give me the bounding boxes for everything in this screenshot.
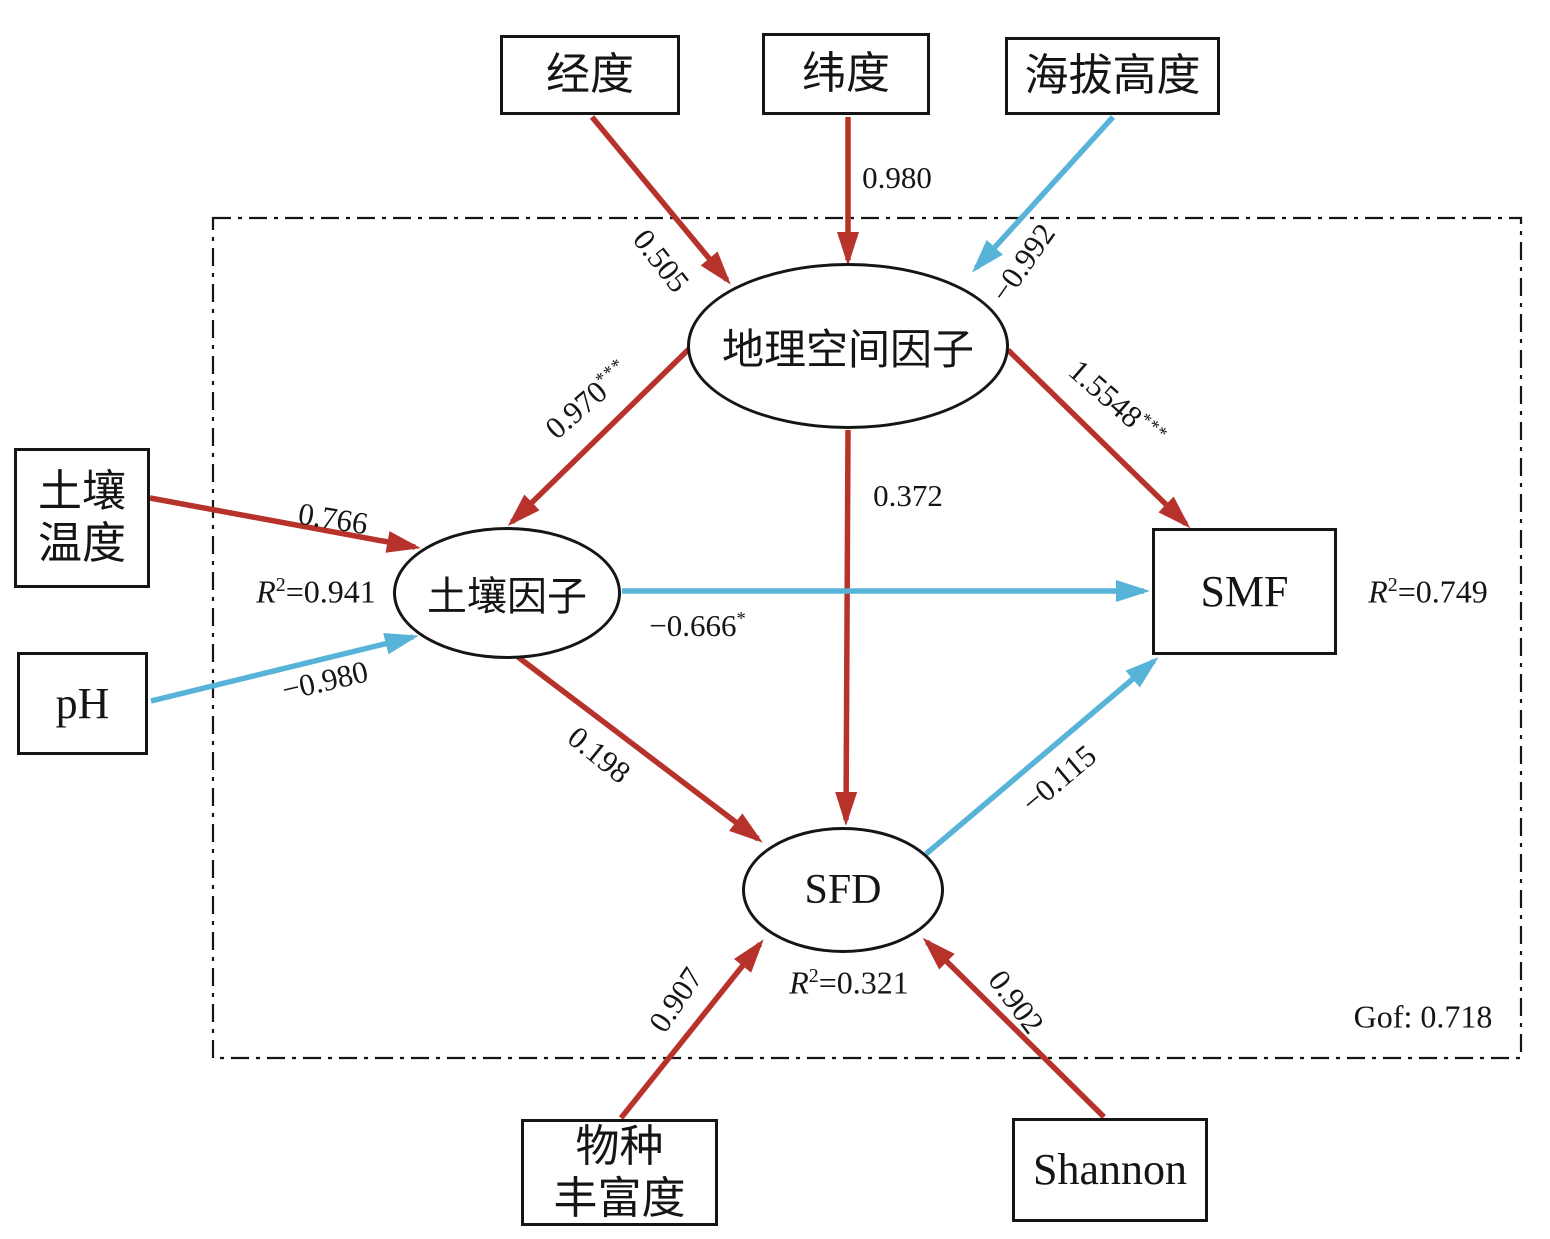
coef-significance: * (736, 608, 747, 630)
arrow-sfd-to-smf (924, 657, 1159, 857)
gof-label: Gof: 0.718 (1353, 998, 1493, 1035)
r2-smf: R2=0.749 (1368, 574, 1488, 611)
arrow-soiltemp-to-soil (149, 495, 421, 553)
arrow-shannon-to-sfd (922, 937, 1106, 1119)
node-soil-temperature-label-line1: 土壤 (38, 467, 126, 517)
coef-value: 0.980 (862, 160, 932, 195)
node-shannon: Shannon (1012, 1118, 1208, 1222)
r2-exponent: 2 (1387, 573, 1398, 596)
node-longitude: 经度 (500, 35, 680, 115)
coef-soil-to-smf: −0.666* (649, 608, 747, 644)
arrow-geo-to-smf (1006, 348, 1191, 529)
node-smf-label: SMF (1200, 566, 1289, 616)
node-ph-label: pH (55, 678, 110, 728)
arrow-geo-to-soil (507, 346, 692, 527)
arrow-soil-to-sfd (516, 654, 763, 843)
r2-value: =0.749 (1397, 573, 1488, 610)
model-boundary-frame (211, 216, 1523, 1060)
node-geo-factor-label: 地理空间因子 (721, 327, 974, 374)
arrow-geo-to-sfd (835, 429, 858, 826)
node-altitude: 海拔高度 (1005, 37, 1220, 115)
r2-symbol: R (256, 573, 276, 610)
node-shannon-label: Shannon (1033, 1145, 1187, 1195)
node-soil-factor-label: 土壤因子 (427, 574, 587, 619)
node-soil-temperature-label-line2: 温度 (38, 519, 126, 568)
r2-symbol: R (1368, 573, 1388, 610)
node-altitude-label: 海拔高度 (1024, 51, 1201, 101)
node-species-richness-label-line1: 物种 (575, 1121, 664, 1171)
coef-value: −0.666 (649, 608, 737, 643)
node-sfd-label: SFD (804, 867, 882, 913)
node-latitude: 纬度 (762, 33, 930, 115)
node-ph: pH (17, 652, 148, 755)
r2-symbol: R (789, 964, 809, 1001)
r2-exponent: 2 (808, 964, 819, 987)
node-sfd: SFD (742, 827, 944, 953)
node-geo-factor: 地理空间因子 (687, 263, 1009, 429)
arrow-ph-to-soil (150, 632, 419, 704)
coef-geo-to-sfd: 0.372 (873, 478, 943, 514)
arrow-longitude-to-geo (589, 115, 731, 285)
node-species-richness-label-line2: 丰富度 (553, 1173, 686, 1223)
r2-sfd: R2=0.321 (789, 965, 909, 1002)
coef-latitude-to-geo: 0.980 (862, 160, 932, 196)
r2-value: =0.941 (285, 573, 376, 610)
arrow-altitude-to-geo (971, 115, 1116, 273)
node-soil-temperature: 土壤 温度 (14, 448, 150, 588)
node-latitude-label: 纬度 (802, 49, 890, 99)
node-soil-factor: 土壤因子 (393, 527, 621, 659)
coef-value: 0.372 (873, 478, 943, 513)
r2-value: =0.321 (818, 964, 909, 1001)
r2-soil-factor: R2=0.941 (256, 574, 376, 611)
r2-exponent: 2 (275, 573, 286, 596)
node-smf: SMF (1152, 528, 1337, 655)
arrow-richness-to-sfd (618, 939, 764, 1120)
node-species-richness: 物种 丰富度 (521, 1119, 718, 1226)
node-longitude-label: 经度 (546, 50, 634, 100)
